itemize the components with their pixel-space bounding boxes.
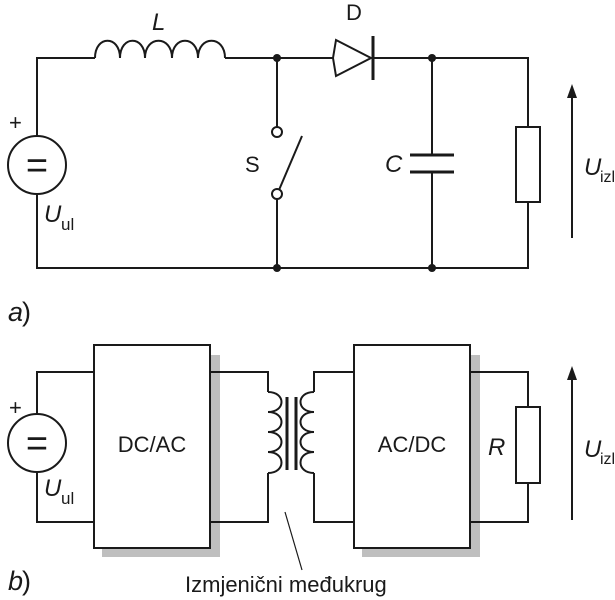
switch-blade (278, 135, 303, 191)
output-voltage-sub-b: izl (600, 451, 615, 468)
input-voltage-label-a: U (44, 201, 62, 228)
input-voltage-label-b: U (44, 475, 62, 502)
intermediate-leader-line (284, 511, 303, 571)
circuit-a: = + U ul L D S C U izl a ) (7, 0, 615, 327)
panel-paren-a: ) (22, 297, 31, 327)
source-equals-b: = (26, 423, 48, 465)
output-wires-b (470, 371, 529, 523)
output-voltage-label-b: U (584, 436, 602, 463)
input-source-b (7, 413, 67, 473)
capacitor-label: C (385, 151, 403, 178)
arrow-head (567, 84, 577, 98)
primary-wires (210, 371, 269, 523)
inverter-label: DC/AC (118, 432, 187, 457)
transformer-core (285, 397, 298, 470)
diode (331, 38, 374, 78)
inductor (94, 39, 226, 59)
plus-sign-b: + (9, 395, 22, 420)
junction-dot (428, 54, 436, 62)
inductor-label: L (152, 9, 165, 36)
junction-dot (273, 54, 281, 62)
plus-sign-a: + (9, 110, 22, 135)
junction-dot (273, 264, 281, 272)
arrow-head (567, 366, 577, 380)
switch-contact-bottom (271, 188, 283, 200)
rectifier-label: AC/DC (378, 432, 447, 457)
input-source-a (7, 135, 67, 195)
panel-paren-b: ) (22, 566, 31, 596)
panel-label-b: b (8, 566, 23, 596)
junction-dot (428, 264, 436, 272)
source-equals-a: = (26, 145, 48, 187)
input-voltage-sub-b: ul (61, 489, 74, 508)
resistor-label: R (488, 434, 505, 461)
load-resistor-a (515, 126, 541, 203)
bottom-wire-a (36, 195, 529, 269)
primary-winding (267, 391, 283, 474)
panel-label-a: a (8, 297, 23, 327)
switch-label: S (245, 152, 260, 177)
intermediate-circuit-label: Izmjenični međukrug (185, 572, 387, 597)
load-resistor-b (515, 406, 541, 484)
rectifier-block (353, 344, 471, 549)
output-voltage-label-a: U (584, 154, 602, 181)
capacitor (410, 153, 454, 174)
output-voltage-sub-a: izl (600, 169, 615, 186)
switch-contact-top (271, 126, 283, 138)
input-wires-b (36, 371, 94, 523)
secondary-winding (299, 391, 315, 474)
input-voltage-sub-a: ul (61, 215, 74, 234)
inverter-block (93, 344, 211, 549)
secondary-wires (313, 371, 354, 523)
circuit-b: = + U ul DC/AC AC/DC R U izl Izmjenični … (7, 344, 615, 597)
top-wire-a (36, 57, 529, 165)
diode-label: D (346, 0, 362, 25)
